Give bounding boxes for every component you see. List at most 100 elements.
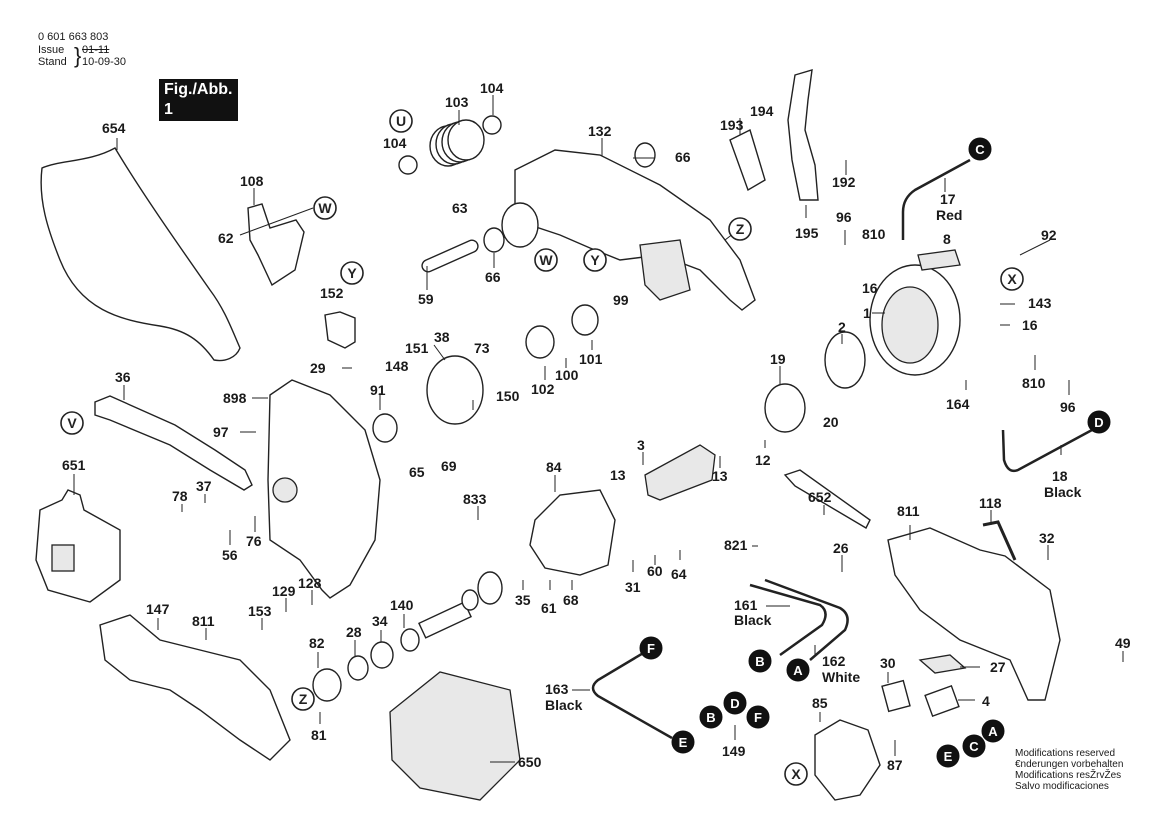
armature-part[interactable] <box>644 444 716 501</box>
part-label-49[interactable]: 49 <box>1115 635 1131 651</box>
part-label-3[interactable]: 3 <box>637 437 645 453</box>
wire-connector-e[interactable]: E <box>936 744 960 768</box>
part-label-78[interactable]: 78 <box>172 488 188 504</box>
part-label-162[interactable]: 162 <box>822 653 846 669</box>
part-label-31[interactable]: 31 <box>625 579 641 595</box>
part-label-101[interactable]: 101 <box>579 351 603 367</box>
hex-key-part[interactable] <box>982 520 1017 561</box>
part-label-13[interactable]: 13 <box>610 467 626 483</box>
label-plate-part[interactable] <box>917 249 961 271</box>
part-label-61[interactable]: 61 <box>541 600 557 616</box>
part-label-4[interactable]: 4 <box>982 693 990 709</box>
lever-part[interactable] <box>729 129 766 192</box>
clutch-part[interactable] <box>461 589 479 611</box>
ref-marker-x[interactable]: X <box>784 762 808 786</box>
part-label-99[interactable]: 99 <box>613 292 629 308</box>
wire-18[interactable] <box>1001 428 1093 473</box>
ref-marker-v[interactable]: V <box>60 411 84 435</box>
part-label-161[interactable]: 161 <box>734 597 758 613</box>
part-label-898[interactable]: 898 <box>223 390 247 406</box>
part-label-140[interactable]: 140 <box>390 597 414 613</box>
part-label-64[interactable]: 64 <box>671 566 687 582</box>
part-label-66[interactable]: 66 <box>675 149 691 165</box>
part-label-12[interactable]: 12 <box>755 452 771 468</box>
ref-marker-z[interactable]: Z <box>291 687 315 711</box>
gear-part[interactable] <box>477 571 503 605</box>
part-label-152[interactable]: 152 <box>320 285 344 301</box>
part-label-100[interactable]: 100 <box>555 367 579 383</box>
wire-connector-f[interactable]: F <box>639 636 663 660</box>
gear-housing-part[interactable] <box>529 489 616 576</box>
part-label-37[interactable]: 37 <box>196 478 212 494</box>
ref-marker-w[interactable]: W <box>313 196 337 220</box>
part-label-30[interactable]: 30 <box>880 655 896 671</box>
dust-bag-part[interactable] <box>40 147 241 362</box>
part-label-97[interactable]: 97 <box>213 424 229 440</box>
part-label-19[interactable]: 19 <box>770 351 786 367</box>
wire-connector-d[interactable]: D <box>1087 410 1111 434</box>
wire-connector-a[interactable]: A <box>786 658 810 682</box>
ref-marker-x[interactable]: X <box>1000 267 1024 291</box>
switch-part[interactable] <box>924 684 960 718</box>
part-label-833[interactable]: 833 <box>463 491 487 507</box>
part-label-104[interactable]: 104 <box>480 80 504 96</box>
ref-marker-u[interactable]: U <box>389 109 413 133</box>
wire-17[interactable] <box>901 158 971 240</box>
part-label-103[interactable]: 103 <box>445 94 469 110</box>
bearing-flange-part[interactable] <box>312 668 342 702</box>
part-label-13[interactable]: 13 <box>712 468 728 484</box>
part-label-151[interactable]: 151 <box>405 340 429 356</box>
charger-part[interactable] <box>389 671 521 801</box>
part-label-143[interactable]: 143 <box>1028 295 1052 311</box>
part-label-36[interactable]: 36 <box>115 369 131 385</box>
part-label-654[interactable]: 654 <box>102 120 126 136</box>
link-arm-part[interactable] <box>94 395 253 491</box>
part-label-76[interactable]: 76 <box>246 533 262 549</box>
part-label-82[interactable]: 82 <box>309 635 325 651</box>
inner-flange-part[interactable] <box>571 304 599 336</box>
ring-part[interactable] <box>347 655 369 681</box>
part-label-16[interactable]: 16 <box>1022 317 1038 333</box>
part-label-150[interactable]: 150 <box>496 388 520 404</box>
ball-bearing-part[interactable] <box>370 641 394 669</box>
wire-163[interactable] <box>591 650 673 740</box>
part-label-29[interactable]: 29 <box>310 360 326 376</box>
part-label-192[interactable]: 192 <box>832 174 856 190</box>
part-label-20[interactable]: 20 <box>823 414 839 430</box>
wire-connector-f[interactable]: F <box>746 705 770 729</box>
upper-guard-part[interactable] <box>514 149 756 311</box>
chute-part[interactable] <box>247 203 305 287</box>
part-label-1[interactable]: 1 <box>863 305 871 321</box>
part-label-193[interactable]: 193 <box>720 117 744 133</box>
spring-bushing-part[interactable] <box>398 155 418 175</box>
part-label-96[interactable]: 96 <box>836 209 852 225</box>
part-label-38[interactable]: 38 <box>434 329 450 345</box>
part-label-87[interactable]: 87 <box>887 757 903 773</box>
wire-connector-b[interactable]: B <box>699 705 723 729</box>
part-label-164[interactable]: 164 <box>946 396 970 412</box>
part-label-128[interactable]: 128 <box>298 575 322 591</box>
wire-162[interactable] <box>764 578 849 661</box>
part-label-652[interactable]: 652 <box>808 489 832 505</box>
wire-connector-a[interactable]: A <box>981 719 1005 743</box>
part-label-194[interactable]: 194 <box>750 103 774 119</box>
bracket-part[interactable] <box>324 311 356 349</box>
part-label-32[interactable]: 32 <box>1039 530 1055 546</box>
part-label-16[interactable]: 16 <box>862 280 878 296</box>
part-label-69[interactable]: 69 <box>441 458 457 474</box>
part-label-27[interactable]: 27 <box>990 659 1006 675</box>
ref-marker-z[interactable]: Z <box>728 217 752 241</box>
part-label-810[interactable]: 810 <box>862 226 886 242</box>
ref-marker-w[interactable]: W <box>534 248 558 272</box>
part-label-28[interactable]: 28 <box>346 624 362 640</box>
switch-cover-part[interactable] <box>814 719 881 801</box>
outer-flange-part[interactable] <box>525 325 555 359</box>
part-label-118[interactable]: 118 <box>979 495 1002 511</box>
part-label-17[interactable]: 17 <box>940 191 956 207</box>
part-label-59[interactable]: 59 <box>418 291 434 307</box>
wire-connector-e[interactable]: E <box>671 730 695 754</box>
spindle-lock-bracket-part[interactable] <box>787 69 819 201</box>
spindle-part[interactable] <box>418 601 472 639</box>
wrench-part[interactable] <box>783 469 871 529</box>
pivot-shaft-part[interactable] <box>420 238 480 273</box>
